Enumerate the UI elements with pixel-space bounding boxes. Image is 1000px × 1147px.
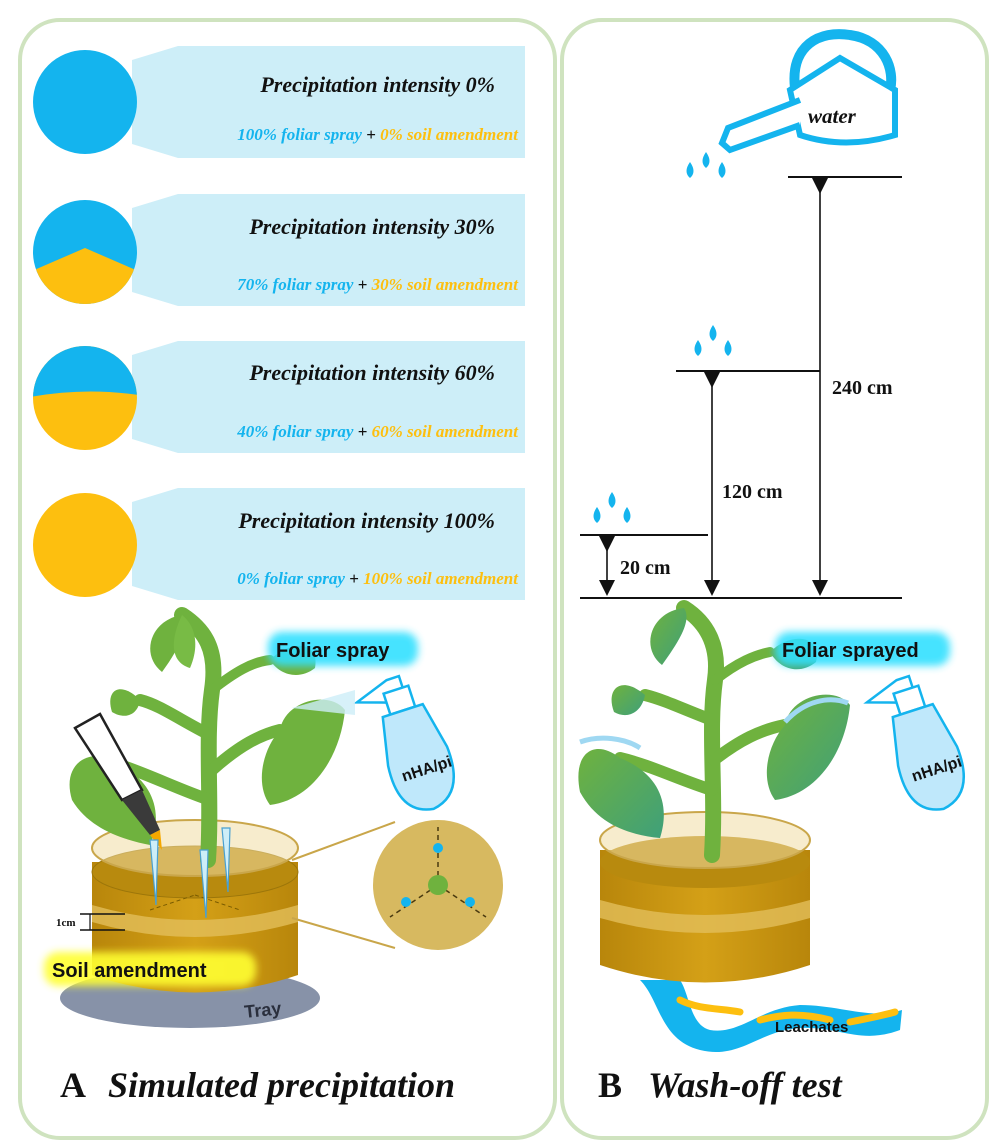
plant-stem [174,607,222,868]
spray-bottle: nHA/pi [863,674,965,811]
pot-band [92,905,298,937]
svg-text:1cm: 1cm [56,917,76,929]
foliar-sprayed-label: Foliar sprayed [782,640,919,662]
branch [639,689,718,726]
row-banner [132,194,525,306]
height-label-120: 120 cm [722,481,783,503]
water-film [783,697,849,724]
inner-guide [194,894,241,911]
soil-percent: 0% soil amendment [380,125,519,144]
height-label-240: 240 cm [832,377,893,399]
panel-b-illustration: Leachates Foliar sprayed nHA/pi B W [578,600,965,1105]
foliar-percent: 40% foliar spray [236,422,354,441]
row-ratio: 100% foliar spray + 0% soil amendment [237,125,519,144]
dimension-arrows [599,178,828,596]
soil-percent: 100% soil amendment [363,569,519,588]
sampling-zoom [373,820,503,950]
row-ratio: 70% foliar spray + 30% soil amendment [237,275,519,294]
zoom-line [291,821,396,861]
foliar-percent: 70% foliar spray [237,275,354,294]
soil-percent: 30% soil amendment [371,275,520,294]
leaf [150,615,185,672]
leaf [261,699,345,805]
depth-marker: 1cm [56,913,125,931]
plus-sign: + [366,125,380,144]
row-title: Precipitation intensity 30% [248,214,495,239]
plus-sign: + [358,422,372,441]
foliar-label-glow [268,632,418,666]
row-ratio: 0% foliar spray + 100% soil amendment [237,569,519,588]
leachate-streak [676,996,899,1026]
intensity-pie [33,50,137,154]
water-film [579,735,642,751]
leachates-label: Leachates [775,1019,848,1036]
soil-percent: 60% soil amendment [372,422,520,441]
branch [708,719,791,766]
branch [614,752,718,796]
panel-letter: A [60,1065,86,1105]
intensity-row: Precipitation intensity 0% 100% foliar s… [33,46,525,158]
row-title: Precipitation intensity 0% [259,72,495,97]
watering-can: water [718,29,898,154]
panel-letter: B [598,1065,622,1105]
branch [134,694,216,741]
plant-stem [676,600,724,863]
foliar-percent: 0% foliar spray [237,569,345,588]
branch [207,655,275,695]
leaf [578,748,664,838]
foliar-label-glow [775,632,950,666]
soil-label-glow [44,952,256,986]
panel-caption: Simulated precipitation [108,1065,455,1105]
panel-caption: Wash-off test [648,1065,843,1105]
spray-mist [292,690,355,715]
row-banner [132,341,525,453]
foliar-spray-label: Foliar spray [276,640,390,662]
panel-a-illustration: Tray 1cm Soil amendment [44,607,503,1105]
water-drops [593,492,631,523]
water-drops [686,152,726,178]
row-title: Precipitation intensity 100% [237,508,495,533]
leaf [611,685,645,716]
row-banner [132,46,525,158]
row-banner [132,488,525,600]
intensity-row: Precipitation intensity 60% 40% foliar s… [33,341,525,453]
row-ratio: 40% foliar spray + 60% soil amendment [236,422,519,441]
intensity-row: Precipitation intensity 100% 0% foliar s… [33,488,525,600]
intensity-row: Precipitation intensity 30% 70% foliar s… [33,194,525,306]
branch [206,724,286,776]
water-drops [694,325,732,356]
svg-text:water: water [808,104,857,128]
pipette [73,712,162,850]
soil-amendment-label: Soil amendment [52,960,207,982]
zoom-line [291,917,396,949]
pot-band [600,900,810,933]
leaf [650,608,687,665]
plus-sign: + [349,569,363,588]
sampling-tube [221,827,231,893]
height-label-20: 20 cm [620,557,671,579]
branch [710,647,775,685]
leaf [173,615,196,668]
sampling-tube [149,839,159,906]
leaf [110,689,140,716]
sampling-tube [199,849,209,919]
plus-sign: + [358,275,372,294]
intensity-pie [33,493,137,597]
inner-guide [149,894,196,911]
foliar-percent: 100% foliar spray [237,125,362,144]
row-title: Precipitation intensity 60% [248,360,495,385]
spray-bottle: nHA/pi [353,674,455,811]
tray-label: Tray [243,998,282,1022]
